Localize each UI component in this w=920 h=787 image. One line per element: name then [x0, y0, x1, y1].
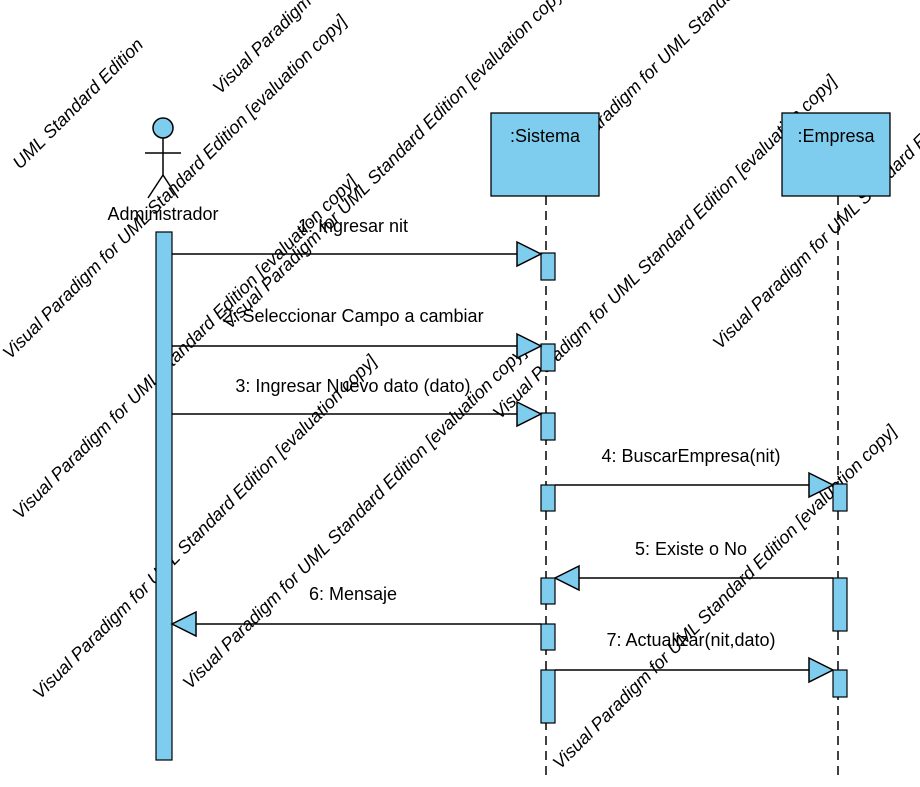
message-label: 6: Mensaje — [309, 584, 397, 604]
object-box — [781, 112, 891, 197]
activation-bar-empresa — [832, 577, 848, 632]
object-empresa: :Empresa — [781, 112, 891, 197]
arrowhead-icon — [808, 656, 835, 684]
message-label: 2: Seleccionar Campo a cambiar — [222, 306, 483, 326]
activation-bar-empresa — [832, 483, 848, 512]
watermark-text: UML Standard Edition — [9, 34, 147, 172]
watermark-text: Visual Paradigm for UML Standard Edition… — [29, 350, 382, 703]
message-label: 3: Ingresar Nuevo dato (dato) — [235, 376, 470, 396]
stick-figure-icon — [145, 117, 181, 199]
actor-administrador: Administrador — [107, 117, 219, 224]
arrowhead-icon — [516, 332, 543, 360]
arrowhead-icon — [516, 400, 543, 428]
message-2: 2: Seleccionar Campo a cambiar — [172, 306, 543, 360]
message-6: 6: Mensaje — [170, 584, 541, 638]
message-4: 4: BuscarEmpresa(nit) — [555, 446, 835, 499]
activation-bar-sistema — [540, 484, 556, 512]
activation-bar-sistema — [540, 252, 556, 281]
message-7: 7: Actualizar(nit,dato) — [555, 630, 835, 684]
activation-bar-sistema — [540, 343, 556, 372]
message-label: 4: BuscarEmpresa(nit) — [601, 446, 780, 466]
activation-bar-administrador — [155, 231, 173, 761]
arrowhead-icon — [808, 471, 835, 499]
activation-bar-empresa — [832, 669, 848, 698]
object-label: :Sistema — [510, 126, 581, 146]
arrowhead-icon — [516, 240, 543, 268]
message-label: 1: Ingresar nit — [298, 216, 408, 236]
object-sistema: :Sistema — [490, 112, 600, 197]
arrowhead-icon — [170, 610, 197, 638]
message-3: 3: Ingresar Nuevo dato (dato) — [172, 376, 543, 428]
object-label: :Empresa — [797, 126, 875, 146]
activation-bar-sistema — [540, 577, 556, 605]
activation-bar-sistema — [540, 669, 556, 724]
message-label: 5: Existe o No — [635, 539, 747, 559]
message-1: 1: Ingresar nit — [172, 216, 543, 268]
message-label: 7: Actualizar(nit,dato) — [606, 630, 775, 650]
activation-bar-sistema — [540, 412, 556, 441]
arrowhead-icon — [553, 564, 580, 592]
message-5: 5: Existe o No — [553, 539, 833, 592]
actor-label: Administrador — [107, 204, 218, 224]
watermark-text: Visual Paradigm for UML Standard Edition… — [549, 420, 902, 773]
activation-bar-sistema — [540, 623, 556, 651]
object-box — [490, 112, 600, 197]
